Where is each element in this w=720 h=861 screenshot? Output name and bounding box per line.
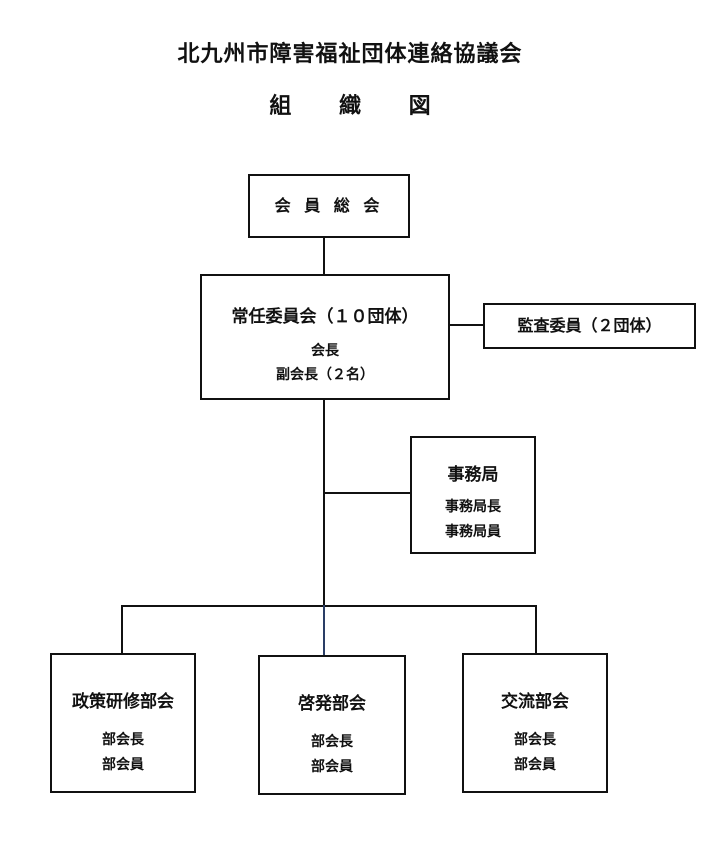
division-member-label: 部会員 bbox=[102, 757, 144, 773]
awareness-division-box: 啓発部会 部会長 部会員 bbox=[258, 655, 406, 795]
policy-division-roles: 部会長 部会員 bbox=[52, 728, 194, 778]
secretariat-roles: 事務局長 事務局員 bbox=[412, 495, 534, 545]
awareness-division-roles: 部会長 部会員 bbox=[260, 730, 404, 780]
connector-assembly-to-committee bbox=[323, 238, 325, 274]
organization-name: 北九州市障害福祉団体連絡協議会 bbox=[177, 42, 523, 67]
connector-committee-to-auditor bbox=[450, 324, 484, 326]
policy-division-title: 政策研修部会 bbox=[72, 692, 174, 712]
division-head-label: 部会長 bbox=[102, 732, 144, 748]
division-head-label: 部会長 bbox=[514, 732, 556, 748]
secretariat-title: 事務局 bbox=[447, 465, 499, 485]
standing-committee-roles: 会長 副会長（２名） bbox=[202, 339, 448, 387]
general-assembly-box: 会 員 総 会 bbox=[248, 174, 410, 238]
division-member-label: 部会員 bbox=[514, 757, 556, 773]
standing-committee-title: 常任委員会（１０団体） bbox=[231, 307, 419, 327]
general-assembly-title: 会 員 総 会 bbox=[274, 196, 384, 215]
vice-chair-label: 副会長（２名） bbox=[276, 367, 374, 383]
auditor-box: 監査委員（２団体） bbox=[483, 303, 696, 349]
policy-division-box: 政策研修部会 部会長 部会員 bbox=[50, 653, 196, 793]
auditor-title: 監査委員（２団体） bbox=[517, 316, 662, 335]
secretariat-box: 事務局 事務局長 事務局員 bbox=[410, 436, 536, 554]
division-member-label: 部会員 bbox=[311, 759, 353, 775]
connector-trunk-to-secretariat bbox=[323, 492, 411, 494]
connector-trunk bbox=[323, 400, 325, 606]
connector-to-exchange-division bbox=[535, 605, 537, 655]
connector-to-awareness-division bbox=[323, 605, 325, 657]
division-head-label: 部会長 bbox=[311, 734, 353, 750]
standing-committee-box: 常任委員会（１０団体） 会長 副会長（２名） bbox=[200, 274, 450, 400]
exchange-division-title: 交流部会 bbox=[501, 692, 569, 712]
chair-label: 会長 bbox=[311, 343, 339, 359]
chart-title: 組 織 図 bbox=[269, 94, 451, 119]
exchange-division-roles: 部会長 部会員 bbox=[464, 728, 606, 778]
exchange-division-box: 交流部会 部会長 部会員 bbox=[462, 653, 608, 793]
connector-division-bar bbox=[121, 605, 537, 607]
secretariat-staff-label: 事務局員 bbox=[445, 524, 501, 540]
connector-to-policy-division bbox=[121, 605, 123, 655]
secretary-general-label: 事務局長 bbox=[445, 499, 501, 515]
awareness-division-title: 啓発部会 bbox=[298, 694, 366, 714]
